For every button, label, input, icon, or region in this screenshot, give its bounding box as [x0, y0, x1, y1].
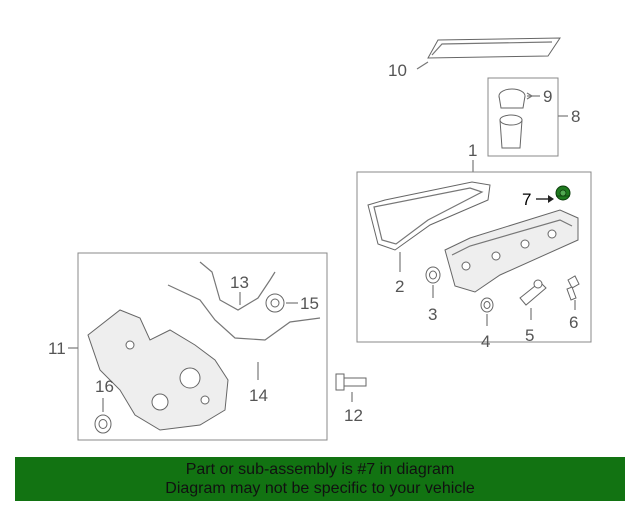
subassembly-box-11 — [77, 252, 328, 441]
part-8-tube — [499, 114, 523, 149]
callout-10[interactable]: 10 — [388, 61, 407, 80]
part-12-bolt — [335, 373, 367, 391]
valve-cover — [444, 209, 579, 293]
part-15-seal — [265, 293, 285, 313]
part-10-gasket — [416, 37, 561, 70]
callout-1[interactable]: 1 — [468, 141, 477, 160]
callout-14[interactable]: 14 — [249, 386, 268, 405]
part-11-timing-cover — [87, 309, 229, 431]
part-16-seal — [94, 414, 112, 434]
info-banner: Part or sub-assembly is #7 in diagram Di… — [15, 457, 625, 501]
callout-8[interactable]: 8 — [571, 107, 580, 126]
callout-16[interactable]: 16 — [95, 377, 114, 396]
part-5-sensor — [519, 279, 547, 306]
callout-12[interactable]: 12 — [344, 406, 363, 425]
part-6-bolt — [566, 275, 580, 301]
callout-6[interactable]: 6 — [569, 313, 578, 332]
part-9-cap — [498, 88, 526, 109]
part-7-highlighted-nut[interactable] — [555, 185, 571, 201]
banner-line-1: Part or sub-assembly is #7 in diagram — [185, 461, 455, 478]
part-3-seal — [425, 266, 441, 284]
callout-5[interactable]: 5 — [525, 326, 534, 345]
part-13-gasket — [199, 261, 276, 311]
part-4-seal — [480, 297, 494, 313]
subassembly-box-1 — [356, 171, 592, 343]
callout-15[interactable]: 15 — [300, 294, 319, 313]
callout-3[interactable]: 3 — [428, 305, 437, 324]
subassembly-box-8 — [487, 77, 559, 157]
callout-7[interactable]: 7 — [522, 190, 531, 209]
parts-diagram: 10 9 8 1 2 7 — [48, 37, 592, 441]
callout-11[interactable]: 11 — [48, 339, 66, 358]
part-2-gasket — [367, 181, 491, 251]
part-14-gasket — [167, 284, 321, 341]
callout-9[interactable]: 9 — [543, 87, 552, 106]
callout-4[interactable]: 4 — [481, 332, 490, 351]
callout-2[interactable]: 2 — [395, 277, 404, 296]
callout-13[interactable]: 13 — [230, 273, 249, 292]
banner-line-2: Diagram may not be specific to your vehi… — [165, 480, 475, 497]
